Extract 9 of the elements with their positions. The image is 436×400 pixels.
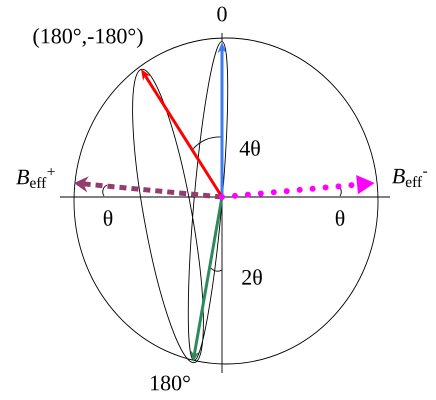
angle-label: θ <box>336 210 344 226</box>
vector-label: 180° <box>151 376 190 390</box>
vector-label: (180°,-180°) <box>33 28 143 48</box>
angle-label: 2θ <box>242 269 262 285</box>
vector-label: B$_{eff}$- <box>392 168 428 188</box>
angle-label: θ <box>104 210 112 226</box>
vector-label: 0 <box>217 6 227 22</box>
angle-label: 4θ <box>240 140 260 156</box>
vector-label: B$_{eff}$+ <box>16 168 55 188</box>
